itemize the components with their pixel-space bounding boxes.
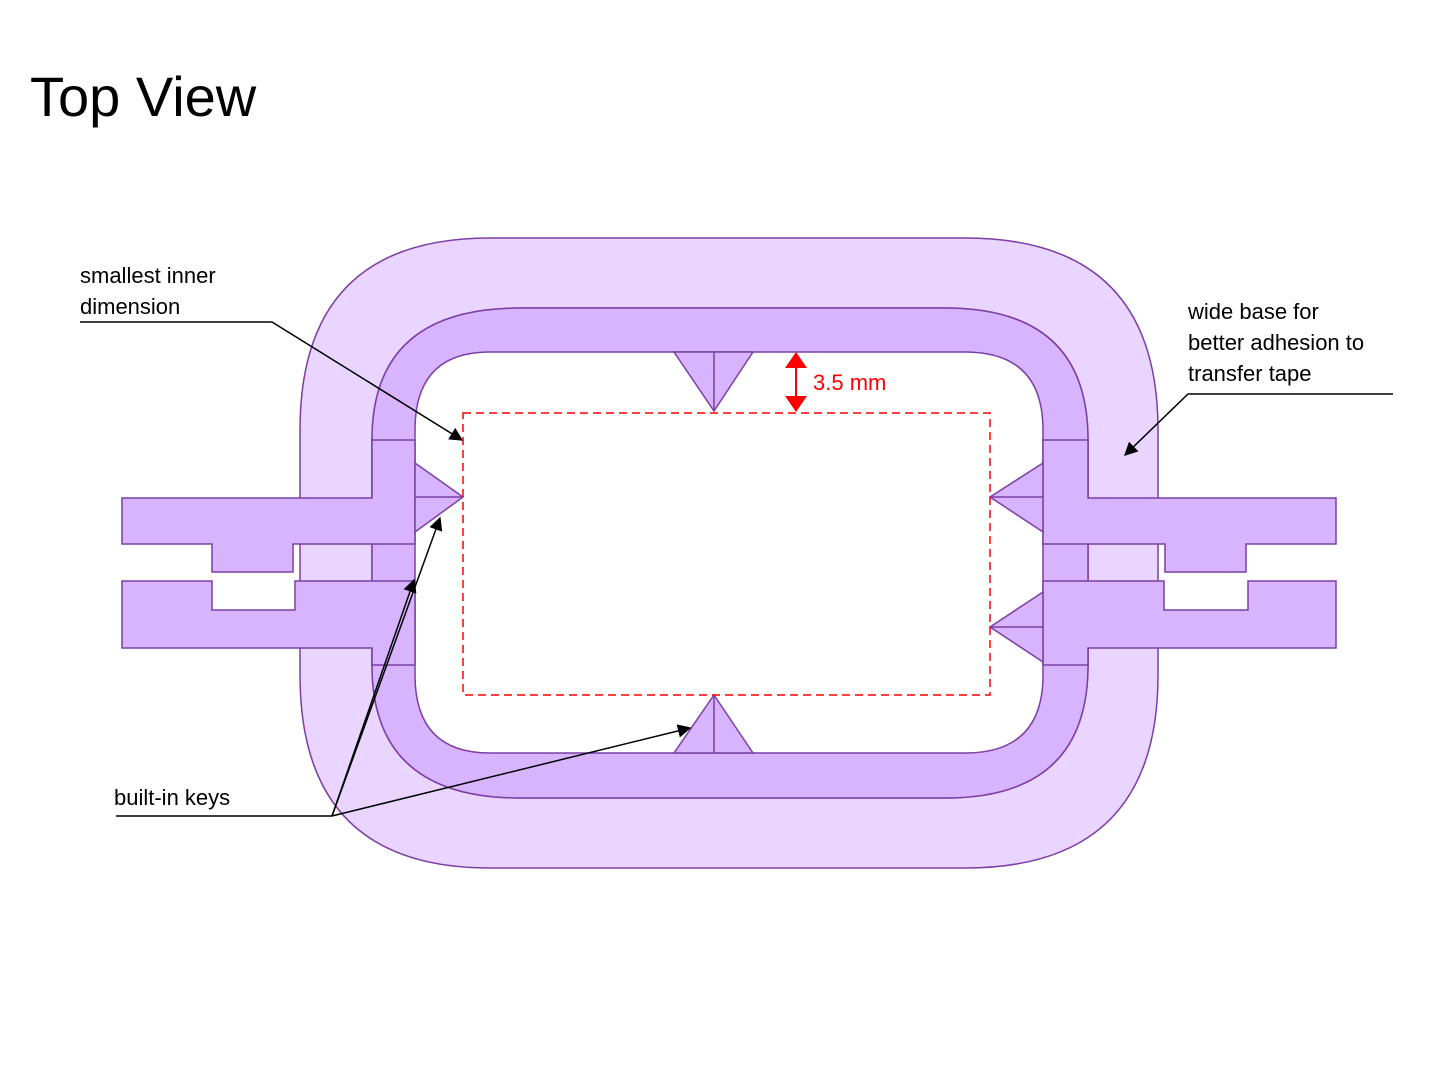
- dimension-label: 3.5 mm: [813, 370, 886, 395]
- leader-key-left-upper: [331, 516, 443, 817]
- right-upper-tab: [1042, 439, 1337, 573]
- key-right-lower: [988, 590, 1044, 664]
- leader-smallest-inner: [80, 321, 464, 441]
- right-lower-tab: [1042, 580, 1337, 666]
- leader-key-bottom: [331, 724, 692, 817]
- key-bottom: [672, 693, 755, 754]
- inner-wall-ring: [371, 307, 1089, 799]
- key-top: [672, 351, 755, 413]
- label-built-in-keys: built-in keys: [114, 785, 230, 810]
- page-title: Top View: [30, 65, 257, 128]
- left-upper-tab: [121, 439, 416, 573]
- dimension-arrow: [785, 352, 807, 412]
- leader-wide-base: [1124, 393, 1393, 456]
- label-wide-base-line3: transfer tape: [1188, 361, 1312, 386]
- label-wide-base-line2: better adhesion to: [1188, 330, 1364, 355]
- key-right-upper: [988, 461, 1044, 534]
- smallest-inner-dimension-box: [462, 412, 991, 696]
- label-wide-base-line1: wide base for: [1187, 299, 1319, 324]
- label-smallest-inner-line2: dimension: [80, 294, 180, 319]
- key-left: [414, 461, 465, 534]
- label-smallest-inner-line1: smallest inner: [80, 263, 216, 288]
